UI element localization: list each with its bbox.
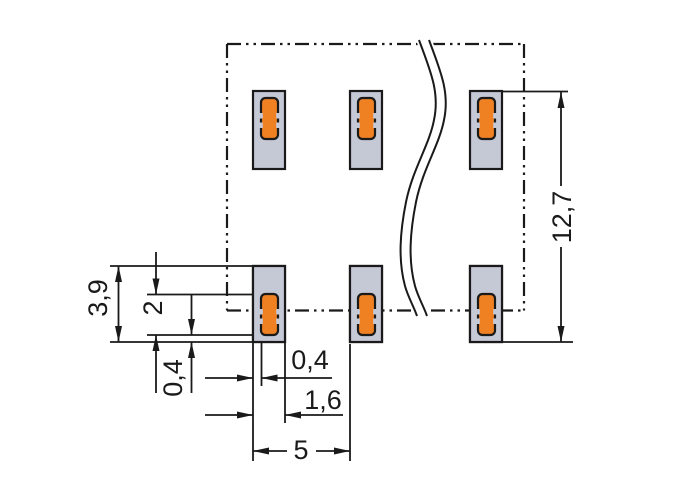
dim-label-pad-width: 1,6 — [304, 385, 342, 415]
dimension-1-6: 1,6 — [205, 385, 343, 419]
dimension-left-block: 3,9 2 0,4 — [83, 252, 253, 397]
dimension-5: 5 — [253, 435, 350, 465]
dimension-0-4-horizontal: 0,4 — [205, 345, 332, 382]
pad-row-bottom — [251, 264, 504, 344]
dimension-right-block: 12,7 — [502, 90, 577, 343]
dimension-0-4-vertical: 0,4 — [158, 294, 195, 397]
dim-label-pad-column-height: 3,9 — [83, 279, 113, 317]
dim-label-solder-bottom-offset: 0,4 — [158, 359, 188, 397]
dimension-3-9: 3,9 — [83, 266, 122, 342]
break-line — [398, 37, 449, 319]
dimension-bottom-block: 0,4 1,6 5 — [205, 342, 351, 465]
pad-row-top — [251, 89, 504, 171]
dim-label-solder-area-height: 2 — [138, 300, 168, 315]
dim-label-pin-pitch: 5 — [293, 435, 308, 465]
dimension-12-7: 12,7 — [547, 91, 577, 342]
dimension-2: 2 — [138, 252, 168, 393]
dim-label-pad-left-offset: 0,4 — [291, 345, 329, 375]
dim-label-row-outer-span: 12,7 — [547, 191, 577, 244]
